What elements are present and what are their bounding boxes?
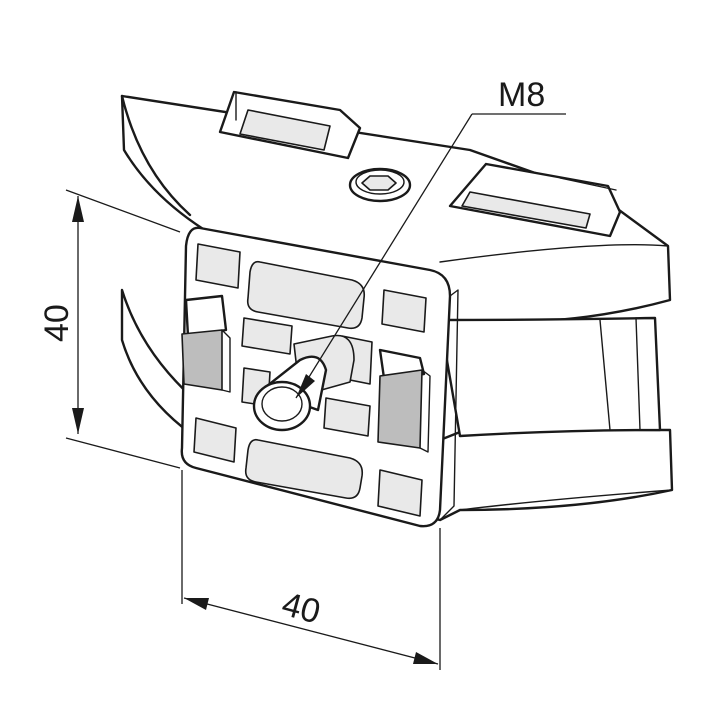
height-dimension	[65, 189, 181, 469]
thread-callout-label: M8	[498, 76, 545, 114]
height-dimension-label: 40	[38, 304, 76, 342]
upper-clamp-body	[120, 90, 672, 324]
profile-end-plate	[180, 226, 459, 528]
thread-callout-leader	[295, 113, 566, 399]
hex-socket-screw	[348, 167, 412, 203]
width-dimension	[181, 470, 441, 670]
